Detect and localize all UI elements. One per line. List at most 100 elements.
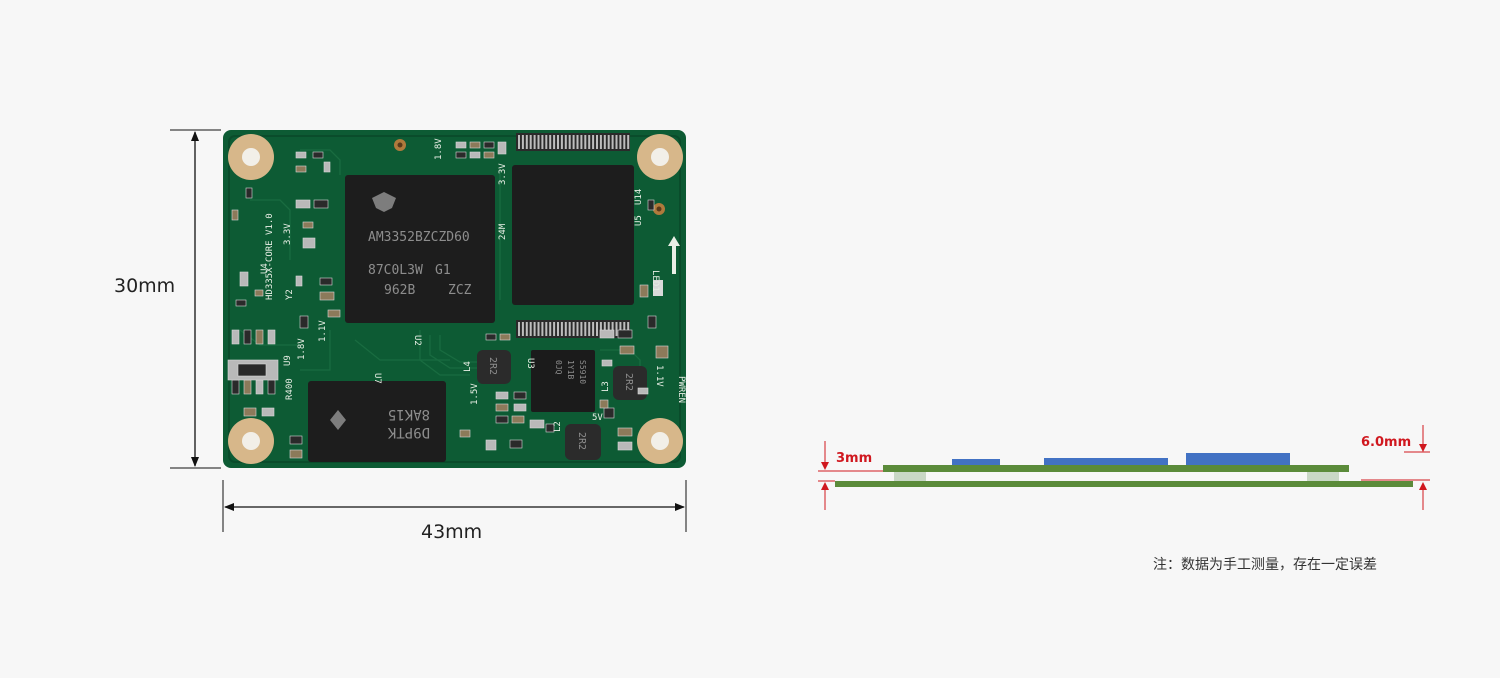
smd-components	[227, 141, 669, 459]
svg-text:1.8V: 1.8V	[434, 138, 444, 160]
smd-component	[497, 141, 507, 155]
smd-component	[239, 271, 249, 287]
smd-component	[511, 415, 525, 424]
smd-component	[323, 161, 331, 173]
memory-pin	[572, 135, 575, 149]
smd-component	[637, 387, 649, 395]
smd-component	[599, 399, 609, 409]
memory-pin	[553, 322, 556, 336]
memory-pin	[623, 322, 626, 336]
memory-pin	[518, 135, 520, 149]
smd-component	[255, 379, 264, 395]
memory-pin	[572, 322, 575, 336]
smd-component	[299, 315, 309, 329]
memory-pin	[611, 135, 614, 149]
memory-pin	[521, 135, 524, 149]
side-component-2	[1044, 458, 1168, 465]
memory-pin	[529, 135, 532, 149]
smd-component	[647, 315, 657, 329]
smd-component	[289, 435, 303, 445]
memory-pin	[592, 135, 595, 149]
smd-component	[231, 329, 240, 345]
memory-pin	[607, 322, 610, 336]
svg-text:U2: U2	[412, 335, 422, 346]
memory-pin	[588, 135, 591, 149]
memory-pin	[584, 135, 587, 149]
memory-pin	[537, 322, 540, 336]
smd-component	[499, 333, 511, 341]
memory-pin	[568, 322, 571, 336]
memory-pin	[557, 322, 559, 336]
smd-component	[599, 329, 615, 339]
smd-component	[469, 141, 481, 149]
svg-text:3.3V: 3.3V	[498, 163, 508, 185]
memory-pin	[603, 322, 606, 336]
svg-text:U5: U5	[634, 215, 644, 226]
memory-pin	[533, 135, 536, 149]
svg-text:L2: L2	[553, 421, 563, 432]
inductor-c: 2R2	[565, 424, 601, 460]
svg-text:24M: 24M	[498, 223, 508, 240]
memory-pin	[623, 135, 626, 149]
memory-chip	[512, 133, 634, 338]
smd-component	[529, 419, 545, 429]
cpu-marking-2b: G1	[435, 263, 451, 278]
smd-component	[603, 407, 615, 419]
memory-pin	[537, 135, 540, 149]
memory-pin	[560, 135, 563, 149]
thickness-6mm-dimension	[1361, 425, 1430, 510]
memory-pin	[592, 322, 595, 336]
svg-text:1.1V: 1.1V	[318, 320, 328, 342]
memory-pin	[580, 322, 583, 336]
memory-pin	[584, 322, 587, 336]
smd-component	[469, 151, 481, 159]
smd-component	[617, 329, 633, 339]
memory-pin	[619, 322, 622, 336]
svg-text:3.3V: 3.3V	[283, 223, 293, 245]
memory-pin	[545, 135, 548, 149]
thickness-3mm-dimension	[818, 441, 883, 510]
memory-pin	[557, 135, 559, 149]
led	[653, 280, 663, 296]
side-carrier-board	[835, 481, 1413, 487]
width-dimension	[222, 480, 687, 532]
memory-pin	[525, 135, 528, 149]
memory-pin	[560, 322, 563, 336]
svg-text:1.5V: 1.5V	[470, 383, 480, 405]
smd-component	[647, 199, 655, 211]
memory-pin	[599, 322, 602, 336]
smd-component	[245, 187, 253, 199]
memory-pin	[576, 135, 579, 149]
smd-component	[319, 277, 333, 286]
smd-component	[639, 284, 649, 298]
flash-marking-2: 8AK15	[388, 406, 430, 422]
smd-component	[545, 423, 555, 433]
svg-text:2R2: 2R2	[487, 357, 498, 375]
cpu-marking-2: 87C0L3W	[368, 263, 423, 278]
memory-pin	[611, 322, 614, 336]
inductor-a: 2R2	[477, 350, 511, 384]
memory-pin	[545, 322, 548, 336]
smd-component	[295, 151, 307, 159]
svg-text:HD335X-CORE V1.0: HD335X-CORE V1.0	[265, 213, 275, 300]
memory-pin	[533, 322, 536, 336]
svg-text:L4: L4	[463, 361, 473, 372]
memory-pin	[580, 135, 583, 149]
svg-text:1.8V: 1.8V	[297, 338, 307, 360]
svg-text:U7: U7	[372, 373, 382, 384]
svg-text:LED1: LED1	[650, 270, 660, 292]
memory-pin	[615, 135, 618, 149]
smd-component	[312, 151, 324, 159]
memory-pin	[525, 322, 528, 336]
flash-marking-1: D9PTK	[387, 424, 430, 440]
smd-component	[243, 379, 252, 395]
smd-component	[327, 309, 341, 318]
smd-component	[235, 299, 247, 307]
pmic-chip: S5910 1Y1B 0JQ	[531, 350, 595, 412]
memory-pin	[627, 135, 630, 149]
smd-component	[455, 141, 467, 149]
side-core-board	[883, 465, 1349, 472]
memory-pin	[553, 135, 556, 149]
memory-pin	[627, 322, 630, 336]
